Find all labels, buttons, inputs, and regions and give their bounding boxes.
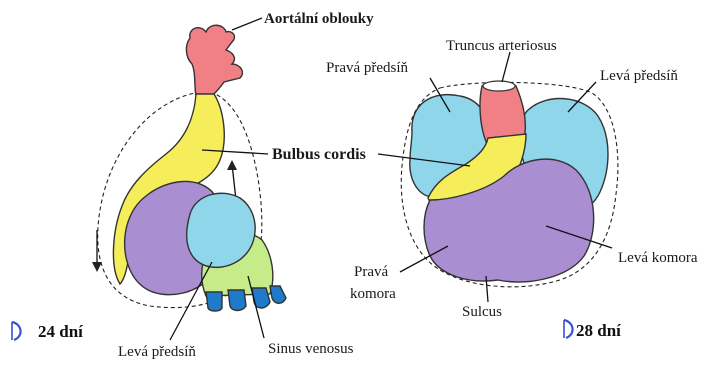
stage-24: 24 dní (12, 322, 83, 341)
heart-28-days (378, 52, 618, 302)
aortic-arches (186, 25, 242, 96)
stage-label-28: 28 dní (576, 321, 621, 340)
heart-24-days (92, 18, 286, 340)
crescent-marker-icon (564, 320, 573, 338)
label-aortic-arches: Aortální oblouky (264, 11, 374, 27)
vein-3 (252, 288, 270, 308)
label-sinus-venosus: Sinus venosus (268, 341, 354, 357)
label-sulcus: Sulcus (462, 304, 502, 320)
label-right-ventricle-line1: Pravá (354, 264, 388, 280)
vein-1 (206, 292, 222, 311)
label-right-atrium: Pravá předsíň (326, 60, 409, 76)
crescent-marker-icon (12, 322, 21, 340)
label-left-atrium-28: Levá předsíň (600, 68, 678, 84)
label-left-atrium-24: Levá předsíň (118, 344, 196, 360)
vein-4 (270, 286, 286, 303)
vein-2 (228, 290, 246, 311)
stage-label-24: 24 dní (38, 322, 83, 341)
flow-arrow-right-head (227, 160, 237, 170)
leader-aortic (232, 18, 262, 30)
label-bulbus-cordis: Bulbus cordis (272, 146, 366, 163)
label-truncus-arteriosus: Truncus arteriosus (446, 38, 557, 54)
label-right-ventricle-line2: komora (350, 286, 396, 302)
stage-28: 28 dní (564, 320, 621, 340)
truncus-opening (483, 81, 515, 91)
label-left-ventricle: Levá komora (618, 250, 698, 266)
leader-truncus (502, 52, 510, 82)
flow-arrow-left-head (92, 262, 102, 272)
